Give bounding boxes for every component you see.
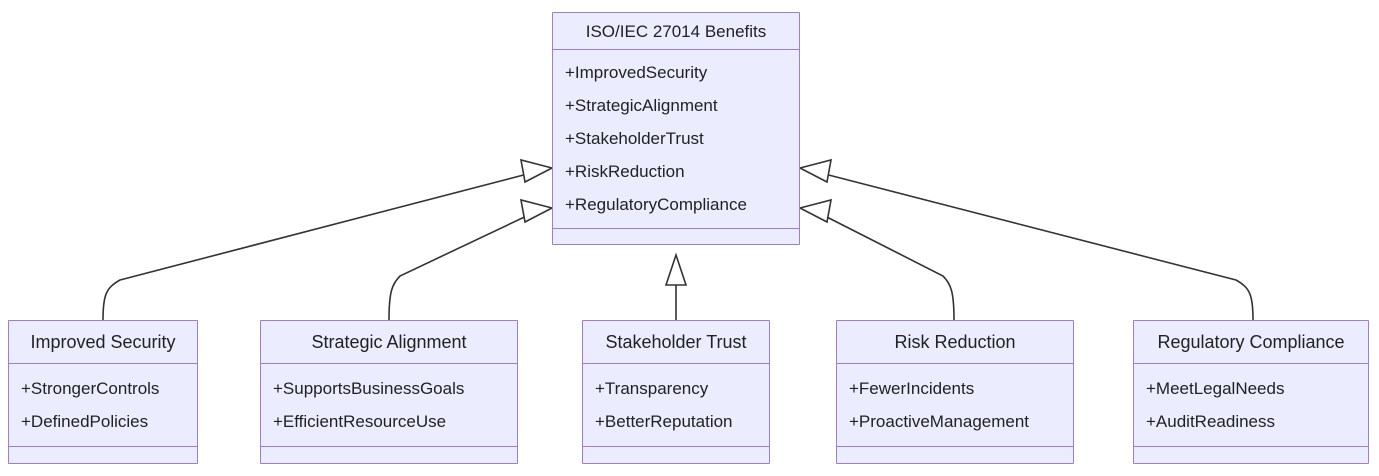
class-attribute: +Transparency	[595, 379, 709, 398]
edge-strategic-alignment	[388, 211, 536, 321]
class-attributes: +Transparency +BetterReputation	[583, 364, 769, 447]
class-attribute: +ImprovedSecurity	[565, 63, 708, 82]
class-attributes: +ImprovedSecurity +StrategicAlignment +S…	[553, 50, 799, 229]
arrowhead-strategic-alignment	[519, 198, 555, 224]
class-attribute: +StrongerControls	[21, 379, 160, 398]
class-methods	[583, 447, 769, 463]
class-attributes: +FewerIncidents +ProactiveManagement	[837, 364, 1073, 447]
class-methods	[1134, 447, 1368, 463]
class-attribute: +SupportsBusinessGoals	[273, 379, 465, 398]
class-title: Strategic Alignment	[261, 321, 517, 364]
class-attribute: +ProactiveManagement	[849, 412, 1030, 431]
arrowhead-improved-security	[519, 158, 555, 184]
class-methods	[261, 447, 517, 463]
class-methods	[837, 447, 1073, 463]
edge-regulatory-compliance	[816, 171, 1254, 321]
class-title: Regulatory Compliance	[1134, 321, 1368, 364]
arrowhead-regulatory-compliance	[797, 158, 833, 184]
class-attributes: +MeetLegalNeeds +AuditReadiness	[1134, 364, 1368, 447]
class-attribute: +DefinedPolicies	[21, 412, 149, 431]
class-node-stakeholder-trust[interactable]: Stakeholder Trust +Transparency +BetterR…	[582, 320, 770, 464]
class-node-strategic-alignment[interactable]: Strategic Alignment +SupportsBusinessGoa…	[260, 320, 518, 464]
class-node-improved-security[interactable]: Improved Security +StrongerControls +Def…	[8, 320, 198, 464]
class-title: Stakeholder Trust	[583, 321, 769, 364]
edge-risk-reduction	[816, 211, 955, 321]
class-attributes: +SupportsBusinessGoals +EfficientResourc…	[261, 364, 517, 447]
class-attributes: +StrongerControls +DefinedPolicies	[9, 364, 197, 447]
class-node-regulatory-compliance[interactable]: Regulatory Compliance +MeetLegalNeeds +A…	[1133, 320, 1369, 464]
class-attribute: +StakeholderTrust	[565, 129, 704, 148]
class-attribute: +EfficientResourceUse	[273, 412, 447, 431]
class-attribute: +FewerIncidents	[849, 379, 975, 398]
edge-improved-security	[102, 171, 536, 321]
class-attribute: +AuditReadiness	[1146, 412, 1276, 431]
class-title: Risk Reduction	[837, 321, 1073, 364]
class-methods	[9, 447, 197, 463]
class-attribute: +RiskReduction	[565, 162, 685, 181]
class-attribute: +MeetLegalNeeds	[1146, 379, 1285, 398]
class-node-risk-reduction[interactable]: Risk Reduction +FewerIncidents +Proactiv…	[836, 320, 1074, 464]
class-attribute: +BetterReputation	[595, 412, 733, 431]
class-attribute: +StrategicAlignment	[565, 96, 718, 115]
class-title: Improved Security	[9, 321, 197, 364]
arrowhead-risk-reduction	[797, 198, 833, 224]
arrowhead-stakeholder-trust	[664, 252, 688, 286]
class-attribute: +RegulatoryCompliance	[565, 195, 747, 214]
class-node-iso-iec-27014-benefits[interactable]: ISO/IEC 27014 Benefits +ImprovedSecurity…	[552, 12, 800, 245]
class-title: ISO/IEC 27014 Benefits	[553, 13, 799, 50]
class-methods	[553, 229, 799, 244]
